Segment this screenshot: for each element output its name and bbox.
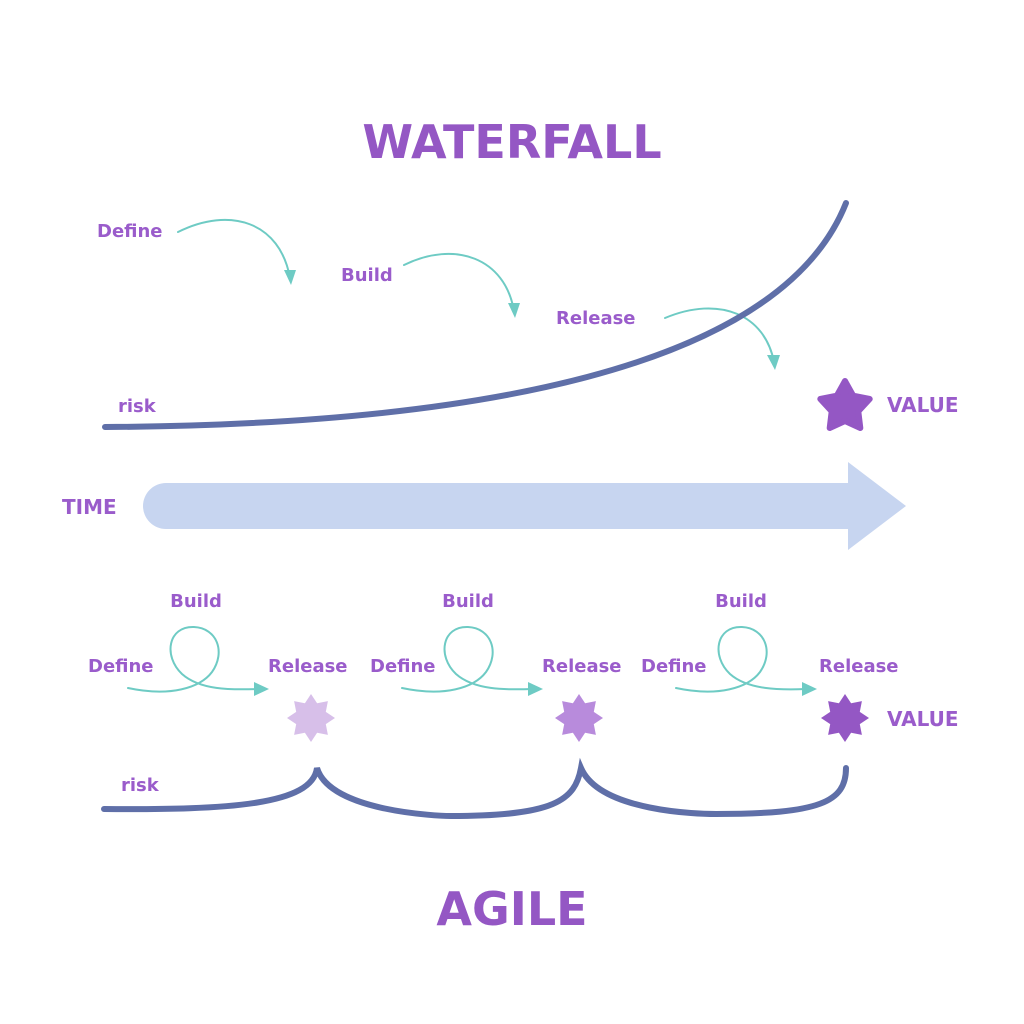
agile-risk-label: risk <box>121 775 160 796</box>
agile-risk-curve <box>101 757 849 820</box>
agile-loop-arrowhead <box>528 682 543 696</box>
agile-loop-arrowhead <box>802 682 817 696</box>
agile-cycle-define: Define <box>641 656 707 677</box>
waterfall-flow-arrow-2 <box>403 252 520 318</box>
agile-title: AGILE <box>436 882 587 936</box>
waterfall-flow-arrow-3 <box>664 307 780 370</box>
waterfall-title: WATERFALL <box>362 115 661 169</box>
waterfall-value-label: VALUE <box>887 393 959 417</box>
star-icon <box>817 378 873 431</box>
agile-cycle-build: Build <box>715 591 767 612</box>
agile-loop-arrowhead <box>254 682 269 696</box>
agile-loop-arrow <box>127 625 259 693</box>
agile-cycle-build: Build <box>170 591 222 612</box>
waterfall-risk-label: risk <box>118 396 157 417</box>
waterfall-risk-curve <box>102 200 849 430</box>
agile-loop-arrow <box>401 625 533 693</box>
agile-cycle-define: Define <box>88 656 154 677</box>
agile-cycle-release: Release <box>819 656 899 677</box>
waterfall-flow-arrow-1 <box>177 218 296 285</box>
agile-cycle-build: Build <box>442 591 494 612</box>
starburst-icon <box>821 694 869 742</box>
agile-value-label: VALUE <box>887 707 959 731</box>
time-arrow <box>143 462 906 550</box>
agile-cycle-release: Release <box>542 656 622 677</box>
agile-cycle-2: Build Define Release <box>370 591 622 742</box>
waterfall-step-define: Define <box>97 221 163 242</box>
agile-cycle-3: Build Define Release <box>641 591 899 742</box>
time-label: TIME <box>62 495 117 519</box>
waterfall-step-release: Release <box>556 308 636 329</box>
agile-cycle-1: Build Define Release <box>88 591 348 742</box>
waterfall-step-build: Build <box>341 265 393 286</box>
agile-loop-arrow <box>675 625 807 693</box>
agile-cycle-release: Release <box>268 656 348 677</box>
starburst-icon <box>287 694 335 742</box>
agile-cycle-define: Define <box>370 656 436 677</box>
starburst-icon <box>555 694 603 742</box>
